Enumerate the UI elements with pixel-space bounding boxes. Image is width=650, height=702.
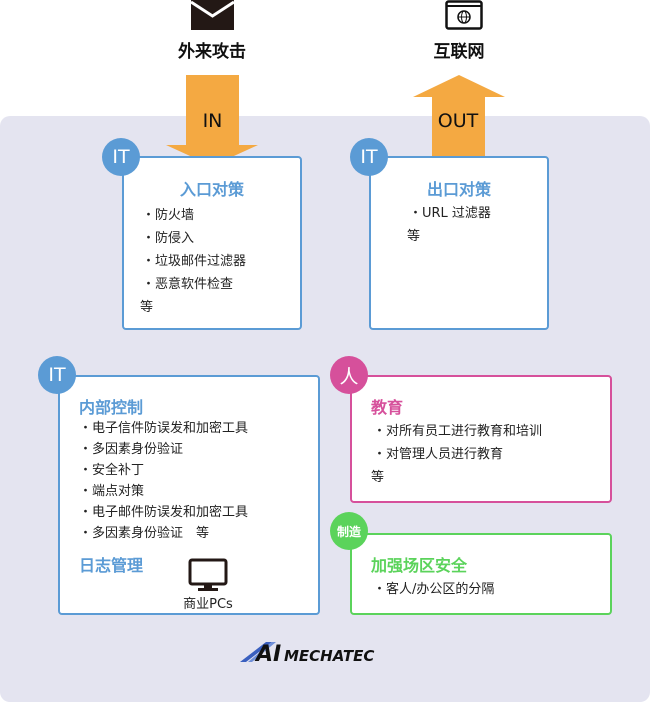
internet-label: 互联网 [433,42,485,62]
envelope-icon [191,0,234,30]
list-item: ・安全补丁 [79,463,145,478]
svg-text:AI: AI [254,642,281,666]
out-arrow [413,75,505,165]
list-item: ・电子信件防误发和加密工具 [79,421,249,436]
external-attack-label: 外来攻击 [178,42,246,62]
education-box: 教育 ・对所有员工进行教育和培训 ・对管理人员进行教育 等 [350,375,612,503]
out-label: OUT [437,110,479,132]
aimechatec-logo: AI MECHATEC [240,642,374,666]
list-item: ・对所有员工进行教育和培训 [373,424,543,439]
internal-title: 内部控制 [79,398,144,417]
it-badge: IT [350,138,388,176]
etc-text: 等 [140,300,154,315]
outbound-box: 出口对策 ・URL 过滤器 等 [369,156,549,330]
internal-control-box: 内部控制 ・电子信件防误发和加密工具 ・多因素身份验证 ・安全补丁 ・端点对策 … [58,375,320,615]
etc-text: 等 [407,229,421,244]
svg-text:MECHATEC: MECHATEC [284,647,374,665]
list-item: ・电子邮件防误发和加密工具 [79,505,249,520]
outbound-title: 出口对策 [426,180,491,199]
list-item: ・防侵入 [142,231,195,246]
list-item: ・客人/办公区的分隔 [373,582,495,597]
etc-text: 等 [371,470,385,485]
list-item: ・防火墙 [142,208,195,223]
list-item: ・垃圾邮件过滤器 [142,254,247,269]
site-security-box: 加强场区安全 ・客人/办公区的分隔 [350,533,612,615]
monitor-icon [188,558,228,591]
list-item: ・对管理人员进行教育 [373,447,504,462]
it-badge: IT [102,138,140,176]
education-title: 教育 [371,398,404,417]
list-item: ・多因素身份验证 [79,442,184,457]
in-arrow [166,75,258,166]
it-badge: IT [38,356,76,394]
people-badge: 人 [330,356,368,394]
manufacturing-badge: 制造 [330,512,368,550]
inbound-box: 入口对策 ・防火墙 ・防侵入 ・垃圾邮件过滤器 ・恶意软件检查 等 [122,156,302,330]
in-label: IN [202,110,223,132]
list-item: ・URL 过滤器 [409,206,491,221]
arrows [166,75,505,166]
browser-globe-icon [445,0,483,30]
list-item: ・恶意软件检查 [142,277,234,292]
site-security-title: 加强场区安全 [371,556,468,575]
list-item: ・端点对策 [79,484,145,499]
log-management-title: 日志管理 [79,556,144,575]
inbound-title: 入口对策 [179,180,244,199]
list-item: ・多因素身份验证 等 [79,526,210,541]
business-pcs-label: 商业PCs [183,597,233,612]
